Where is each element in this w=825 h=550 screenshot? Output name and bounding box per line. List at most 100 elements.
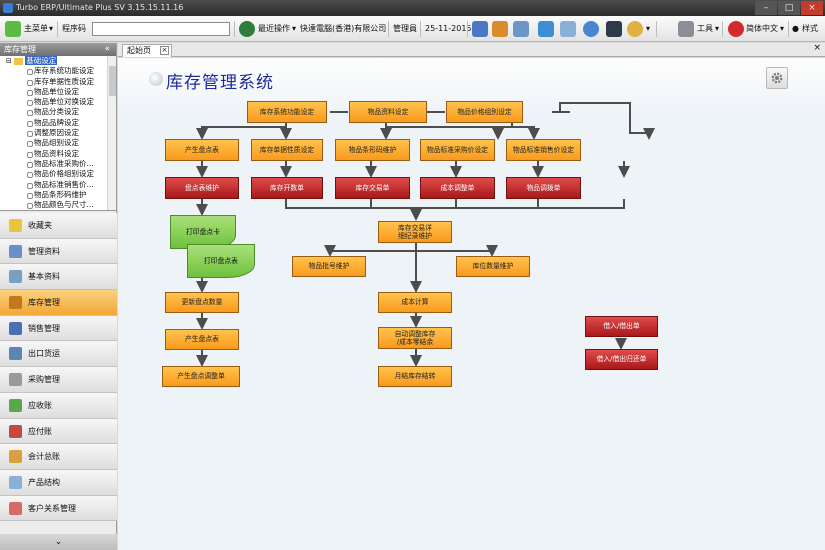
tree-expand-icon[interactable]: ⊟ [6,57,12,65]
tab-close-icon[interactable]: × [160,46,169,55]
nav-item-label: 应收账 [28,400,52,410]
tree-item[interactable]: 物品颜色与尺寸... [0,200,116,210]
nav-item-label: 收藏夹 [28,221,52,230]
nav-item[interactable]: 采购管理 [0,367,117,393]
nav-item-label: 库存管理 [28,298,60,308]
refresh-icon[interactable] [583,21,599,37]
window-title: Turbo ERP/Ultimate Plus SV 3.15.15.11.16 [16,3,184,12]
flow-transfer-doc[interactable]: 物品调拨单 [506,177,581,199]
language-menu[interactable]: 简体中文 [746,24,778,33]
main-menu-dropdown-icon[interactable]: ▾ [49,24,54,33]
nav-item[interactable]: 客户关系管理 [0,495,117,522]
program-code-input[interactable] [92,22,230,36]
nav-item[interactable]: 库存管理 [0,290,117,316]
flow-borrow-return[interactable]: 借入/借出归还单 [585,349,658,370]
sidebar-title: 库存管理 [4,45,36,54]
toolbar-divider [234,21,235,37]
tab-home[interactable]: 起始页 × [122,44,172,57]
monitor-icon[interactable] [606,21,622,37]
alarm-clock-icon[interactable] [627,21,643,37]
collapse-sidebar-icon[interactable]: « [104,44,110,54]
module-icon [9,424,22,438]
flow-item-data-setup[interactable]: 物品资料设定 [349,101,427,123]
flow-barcode-maint[interactable]: 物品条形码维护 [335,139,410,161]
sidebar-expand-button[interactable]: ⌄ [0,534,117,550]
user-icon[interactable] [472,21,488,37]
flow-print-count-sheet[interactable]: 打印盘点表 [187,244,255,278]
tools-menu[interactable]: 工具 [697,24,713,33]
nav-item[interactable]: 基本资料 [0,264,117,291]
maximize-button[interactable]: □ [778,1,800,15]
tree-item[interactable]: 物品组别设定 [0,138,116,148]
module-icon [9,244,22,258]
flow-count-sheet-maint[interactable]: 盘点表维护 [165,177,239,199]
flow-gen-count-adjust[interactable]: 产生盘点调整单 [162,366,240,387]
tree-scrollbar[interactable] [107,56,116,210]
tree-item[interactable]: 库存单据性质设定 [0,77,116,87]
flow-item-price-group[interactable]: 物品价格组别设定 [446,101,523,123]
language-dropdown-icon[interactable]: ▾ [780,24,785,33]
flow-update-count-qty[interactable]: 更新盘点数量 [165,292,239,313]
flow-adjust-doc[interactable]: 成本调整单 [420,177,495,199]
tree-scroll-thumb[interactable] [109,66,116,96]
flow-location-qty[interactable]: 库位数量维护 [456,256,530,277]
module-icon [9,373,22,387]
nav-item[interactable]: 管理资料 [0,238,117,265]
flow-std-sales-price[interactable]: 物品标准销售价设定 [506,139,581,161]
tree-item[interactable]: 物品标准采购价... [0,159,116,169]
nav-item[interactable]: 应收账 [0,392,117,419]
close-all-tabs-icon[interactable]: × [813,43,821,53]
list-icon[interactable] [513,21,529,37]
nav-item[interactable]: 产品结构 [0,469,117,496]
title-bar: Turbo ERP/Ultimate Plus SV 3.15.15.11.16… [0,0,825,16]
flow-opening-doc[interactable]: 库存开数单 [251,177,323,199]
flow-auto-adjust[interactable]: 自动调整库存 /成本零结余 [378,327,452,349]
flow-inv-func-setup[interactable]: 库存系统功能设定 [247,101,327,123]
document-icon[interactable] [538,21,554,37]
tree-item[interactable]: 库存系统功能设定 [0,66,116,76]
flow-trans-doc[interactable]: 库存交易单 [335,177,410,199]
nav-item[interactable]: 出口货运 [0,341,117,368]
flow-batch-maint[interactable]: 物品批号维护 [292,256,366,277]
recent-ops-button[interactable]: 最近操作 [258,24,290,33]
tree-item[interactable]: 物品标准销售价... [0,180,116,190]
tree-item[interactable]: 物品资料设定 [0,149,116,159]
flow-std-purchase-price[interactable]: 物品标准采购价设定 [420,139,495,161]
flow-print-count-card[interactable]: 打印盘点卡 [170,215,236,249]
tree-item[interactable]: 调整原因设定 [0,128,116,138]
tree-item[interactable]: 物品条形码维护 [0,190,116,200]
nav-item[interactable]: 销售管理 [0,315,117,342]
nav-item[interactable]: 应付账 [0,418,117,445]
module-icon [9,347,22,361]
recent-ops-dropdown-icon[interactable]: ▾ [292,24,297,33]
tools-dropdown-icon[interactable]: ▾ [715,24,720,33]
close-button[interactable]: × [801,1,823,15]
module-icon [9,398,22,412]
tree-item[interactable]: 物品单位设定 [0,87,116,97]
alarm-dropdown-icon[interactable]: ▾ [646,24,651,33]
main-menu-button[interactable]: 主菜单 [24,24,48,33]
gear-icon [771,72,783,84]
home-icon[interactable] [492,21,508,37]
nav-item[interactable]: 会计总账 [0,444,117,470]
flow-gen-count-sheet[interactable]: 产生盘点表 [165,139,239,161]
preview-icon[interactable] [560,21,576,37]
module-tree: ⊟ 基础设定 库存系统功能设定库存单据性质设定物品单位设定物品单位对换设定物品分… [0,56,116,211]
flow-doc-type-setup[interactable]: 库存单据性质设定 [251,139,323,161]
tree-item[interactable]: 物品单位对换设定 [0,97,116,107]
settings-button[interactable] [766,67,788,89]
flow-trans-detail[interactable]: 库存交易详 细纪录维护 [378,221,452,243]
module-icon [9,450,22,464]
flow-borrow-doc[interactable]: 借入/借出单 [585,316,658,337]
style-menu[interactable]: 样式 [802,24,818,33]
flow-cost-calc[interactable]: 成本计算 [378,292,452,313]
tree-item[interactable]: 物品品牌设定 [0,118,116,128]
tree-item[interactable]: 物品价格组别设定 [0,169,116,179]
flow-month-end[interactable]: 月结库存结转 [378,366,452,387]
toolbar-divider [722,21,723,37]
nav-item[interactable]: 收藏夹 [0,213,117,239]
flow-gen-count-sheet-2[interactable]: 产生盘点表 [165,329,239,350]
minimize-button[interactable]: – [755,1,777,15]
tree-item[interactable]: 物品分类设定 [0,107,116,117]
tree-root-node[interactable]: ⊟ 基础设定 [0,56,116,66]
